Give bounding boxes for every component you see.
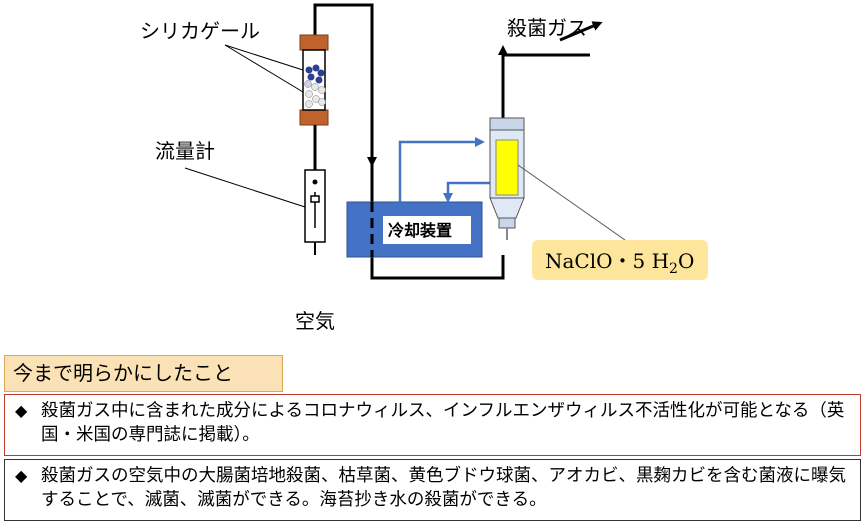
reaction-vessel xyxy=(489,117,525,240)
coolant-line-out xyxy=(398,137,485,202)
cooling-device-label: 冷却装置 xyxy=(388,221,452,240)
reagent-label-box: NaClO・5 H2O xyxy=(532,240,708,280)
finding-text-1: 殺菌ガス中に含まれた成分によるコロナウィルス、インフルエンザウィルス不活性化が可… xyxy=(41,401,845,445)
silica-gel-column xyxy=(299,34,329,170)
finding-box-2: ◆ 殺菌ガスの空気中の大腸菌培地殺菌、枯草菌、黄色ブドウ球菌、アオカビ、黒麹カビ… xyxy=(4,459,861,521)
coolant-line-return xyxy=(443,181,490,203)
apparatus-diagram: シリカゲール 流量計 空気 殺菌ガス 冷却装置 NaClO・5 H2O xyxy=(140,3,708,333)
finding-box-1: ◆ 殺菌ガス中に含まれた成分によるコロナウィルス、インフルエンザウィルス不活性化… xyxy=(4,394,861,456)
diamond-bullet-icon: ◆ xyxy=(15,466,28,485)
gas-outlet-arrow xyxy=(559,21,603,42)
reagent-pointer xyxy=(517,164,626,241)
diamond-bullet-icon: ◆ xyxy=(15,401,28,420)
flowmeter xyxy=(304,169,326,255)
finding-text-2: 殺菌ガスの空気中の大腸菌培地殺菌、枯草菌、黄色ブドウ球菌、アオカビ、黒麹カビを含… xyxy=(41,466,846,510)
summary-title: 今まで明らかにしたこと xyxy=(4,355,283,392)
flowmeter-pointer xyxy=(184,167,306,208)
sterilizing-gas-label: 殺菌ガス xyxy=(507,16,587,40)
silica-beads xyxy=(304,64,326,108)
silica-pointer-1 xyxy=(224,44,304,71)
silica-gel-label: シリカゲール xyxy=(140,19,260,43)
flowmeter-label: 流量計 xyxy=(155,139,215,163)
reagent-label: NaClO・5 H2O xyxy=(545,249,694,277)
cooling-device: 冷却装置 xyxy=(346,201,483,258)
silica-pointer-2 xyxy=(224,44,304,93)
air-label: 空気 xyxy=(295,309,335,333)
